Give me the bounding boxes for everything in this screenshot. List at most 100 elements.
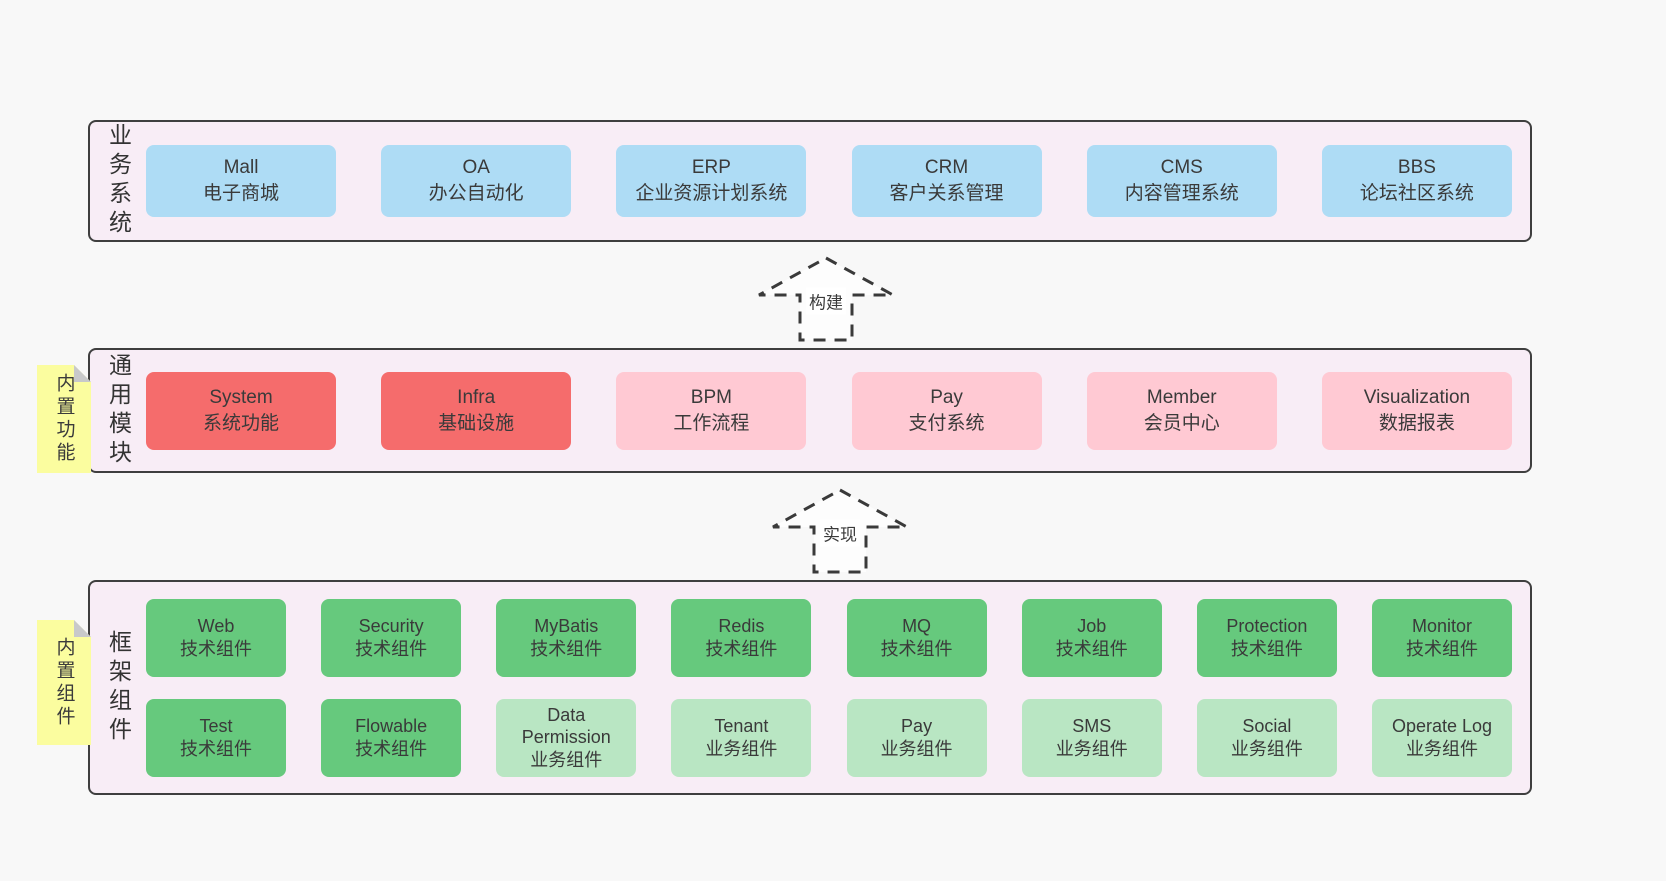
- box-subtitle: 业务组件: [530, 749, 603, 770]
- box-cms: CMS 内容管理系统: [1086, 145, 1277, 217]
- box-subtitle: 技术组件: [1405, 638, 1478, 659]
- box-oa: OA 办公自动化: [381, 145, 572, 217]
- box-system: System 系统功能: [146, 371, 336, 450]
- sticky-note-built-in-features: 内置功能: [37, 365, 91, 473]
- box-title: Operate Log: [1391, 716, 1493, 736]
- section-label-framework-components: 框架组件: [105, 629, 132, 746]
- box-social: Social 业务组件: [1196, 698, 1337, 777]
- box-title: OA: [462, 157, 490, 179]
- box-pay: Pay 支付系统: [851, 371, 1042, 450]
- box-title: Tenant: [714, 716, 769, 736]
- box-subtitle: 技术组件: [705, 638, 778, 659]
- box-mall: Mall 电子商城: [146, 145, 336, 217]
- box-title: SMS: [1072, 716, 1112, 736]
- box-web: Web 技术组件: [146, 598, 286, 677]
- box-subtitle: 技术组件: [880, 638, 953, 659]
- box-subtitle: 办公自动化: [428, 183, 524, 204]
- section-business-systems: 业务系统 Mall 电子商城 OA 办公自动化 ERP 企业资源计划系统 CRM…: [88, 120, 1532, 242]
- box-infra: Infra 基础设施: [381, 371, 572, 450]
- box-subtitle: 企业资源计划系统: [635, 183, 788, 204]
- box-subtitle: 论坛社区系统: [1359, 183, 1474, 204]
- box-subtitle: 技术组件: [180, 638, 252, 659]
- box-title: Test: [199, 716, 233, 736]
- box-title: MQ: [902, 616, 932, 636]
- box-subtitle: 会员中心: [1143, 412, 1220, 434]
- box-subtitle: 业务组件: [1405, 738, 1478, 759]
- box-redis: Redis 技术组件: [671, 598, 812, 677]
- business-boxes-row: Mall 电子商城 OA 办公自动化 ERP 企业资源计划系统 CRM 客户关系…: [146, 122, 1512, 240]
- box-tenant: Tenant 业务组件: [671, 698, 812, 777]
- box-subtitle: 技术组件: [1055, 638, 1128, 659]
- box-subtitle: 业务组件: [880, 738, 953, 759]
- component-boxes-grid: Web 技术组件 Security 技术组件 MyBatis 技术组件 Redi…: [146, 582, 1512, 793]
- box-title: BPM: [690, 386, 732, 408]
- box-title: MyBatis: [534, 616, 599, 636]
- box-operate-log: Operate Log 业务组件: [1371, 698, 1512, 777]
- module-boxes-row: System 系统功能 Infra 基础设施 BPM 工作流程 Pay 支付系统…: [146, 350, 1512, 471]
- sticky-note-built-in-components: 内置组件: [37, 620, 91, 745]
- box-subtitle: 内容管理系统: [1124, 183, 1239, 204]
- box-flowable: Flowable 技术组件: [321, 698, 462, 777]
- box-mybatis: MyBatis 技术组件: [496, 598, 637, 677]
- box-pay-biz: Pay 业务组件: [846, 698, 987, 777]
- box-title: Security: [358, 616, 424, 636]
- box-title: Mall: [223, 157, 259, 179]
- box-title: Visualization: [1363, 386, 1471, 408]
- section-common-modules: 通用模块 System 系统功能 Infra 基础设施 BPM 工作流程 Pay…: [88, 348, 1532, 473]
- box-title: Pay: [901, 716, 933, 736]
- box-crm: CRM 客户关系管理: [851, 145, 1042, 217]
- box-member: Member 会员中心: [1086, 371, 1277, 450]
- box-subtitle: 电子商城: [202, 183, 279, 204]
- arrow-build: 构建: [756, 255, 896, 343]
- box-subtitle: 客户关系管理: [889, 183, 1004, 204]
- box-subtitle: 技术组件: [1230, 638, 1303, 659]
- box-title: Web: [197, 616, 235, 636]
- box-subtitle: 业务组件: [705, 738, 778, 759]
- box-title: BBS: [1397, 157, 1436, 179]
- box-subtitle: 技术组件: [530, 638, 603, 659]
- box-erp: ERP 企业资源计划系统: [616, 145, 807, 217]
- box-subtitle: 技术组件: [180, 738, 252, 759]
- arrow-implement: 实现: [770, 487, 910, 575]
- component-row-1: Web 技术组件 Security 技术组件 MyBatis 技术组件 Redi…: [146, 598, 1512, 677]
- box-title: System: [209, 386, 273, 408]
- box-bpm: BPM 工作流程: [616, 371, 807, 450]
- arrow-label-build: 构建: [806, 287, 846, 315]
- box-title: CRM: [924, 157, 969, 179]
- arrow-label-implement: 实现: [820, 519, 860, 547]
- box-protection: Protection 技术组件: [1196, 598, 1337, 677]
- box-visualization: Visualization 数据报表: [1321, 371, 1512, 450]
- box-title: CMS: [1160, 157, 1203, 179]
- box-subtitle: 技术组件: [355, 638, 428, 659]
- component-row-2: Test 技术组件 Flowable 技术组件 Data Permission …: [146, 698, 1512, 777]
- box-subtitle: 数据报表: [1378, 412, 1455, 434]
- box-subtitle: 系统功能: [202, 412, 279, 434]
- box-subtitle: 基础设施: [438, 412, 515, 434]
- box-mq: MQ 技术组件: [846, 598, 987, 677]
- box-job: Job 技术组件: [1021, 598, 1162, 677]
- box-subtitle: 工作流程: [673, 412, 750, 434]
- section-label-common-modules: 通用模块: [105, 352, 132, 469]
- box-title: Social: [1242, 716, 1292, 736]
- box-title: Member: [1146, 386, 1217, 408]
- box-title: Job: [1077, 616, 1107, 636]
- box-title: Pay: [930, 386, 963, 408]
- box-subtitle: 业务组件: [1230, 738, 1303, 759]
- box-title: Infra: [457, 386, 496, 408]
- box-subtitle: 支付系统: [908, 412, 985, 434]
- box-title: Protection: [1226, 616, 1308, 636]
- box-title: ERP: [691, 157, 731, 179]
- box-title: Data Permission: [521, 704, 611, 748]
- section-framework-components: 框架组件 Web 技术组件 Security 技术组件 MyBatis 技术组件…: [88, 580, 1532, 795]
- box-subtitle: 技术组件: [355, 738, 428, 759]
- box-title: Flowable: [355, 716, 428, 736]
- box-bbs: BBS 论坛社区系统: [1321, 145, 1512, 217]
- box-sms: SMS 业务组件: [1021, 698, 1162, 777]
- box-title: Redis: [718, 616, 765, 636]
- box-monitor: Monitor 技术组件: [1371, 598, 1512, 677]
- box-title: Monitor: [1411, 616, 1472, 636]
- box-subtitle: 业务组件: [1055, 738, 1128, 759]
- section-label-business-systems: 业务系统: [105, 123, 132, 239]
- box-data-permission: Data Permission 业务组件: [496, 698, 637, 777]
